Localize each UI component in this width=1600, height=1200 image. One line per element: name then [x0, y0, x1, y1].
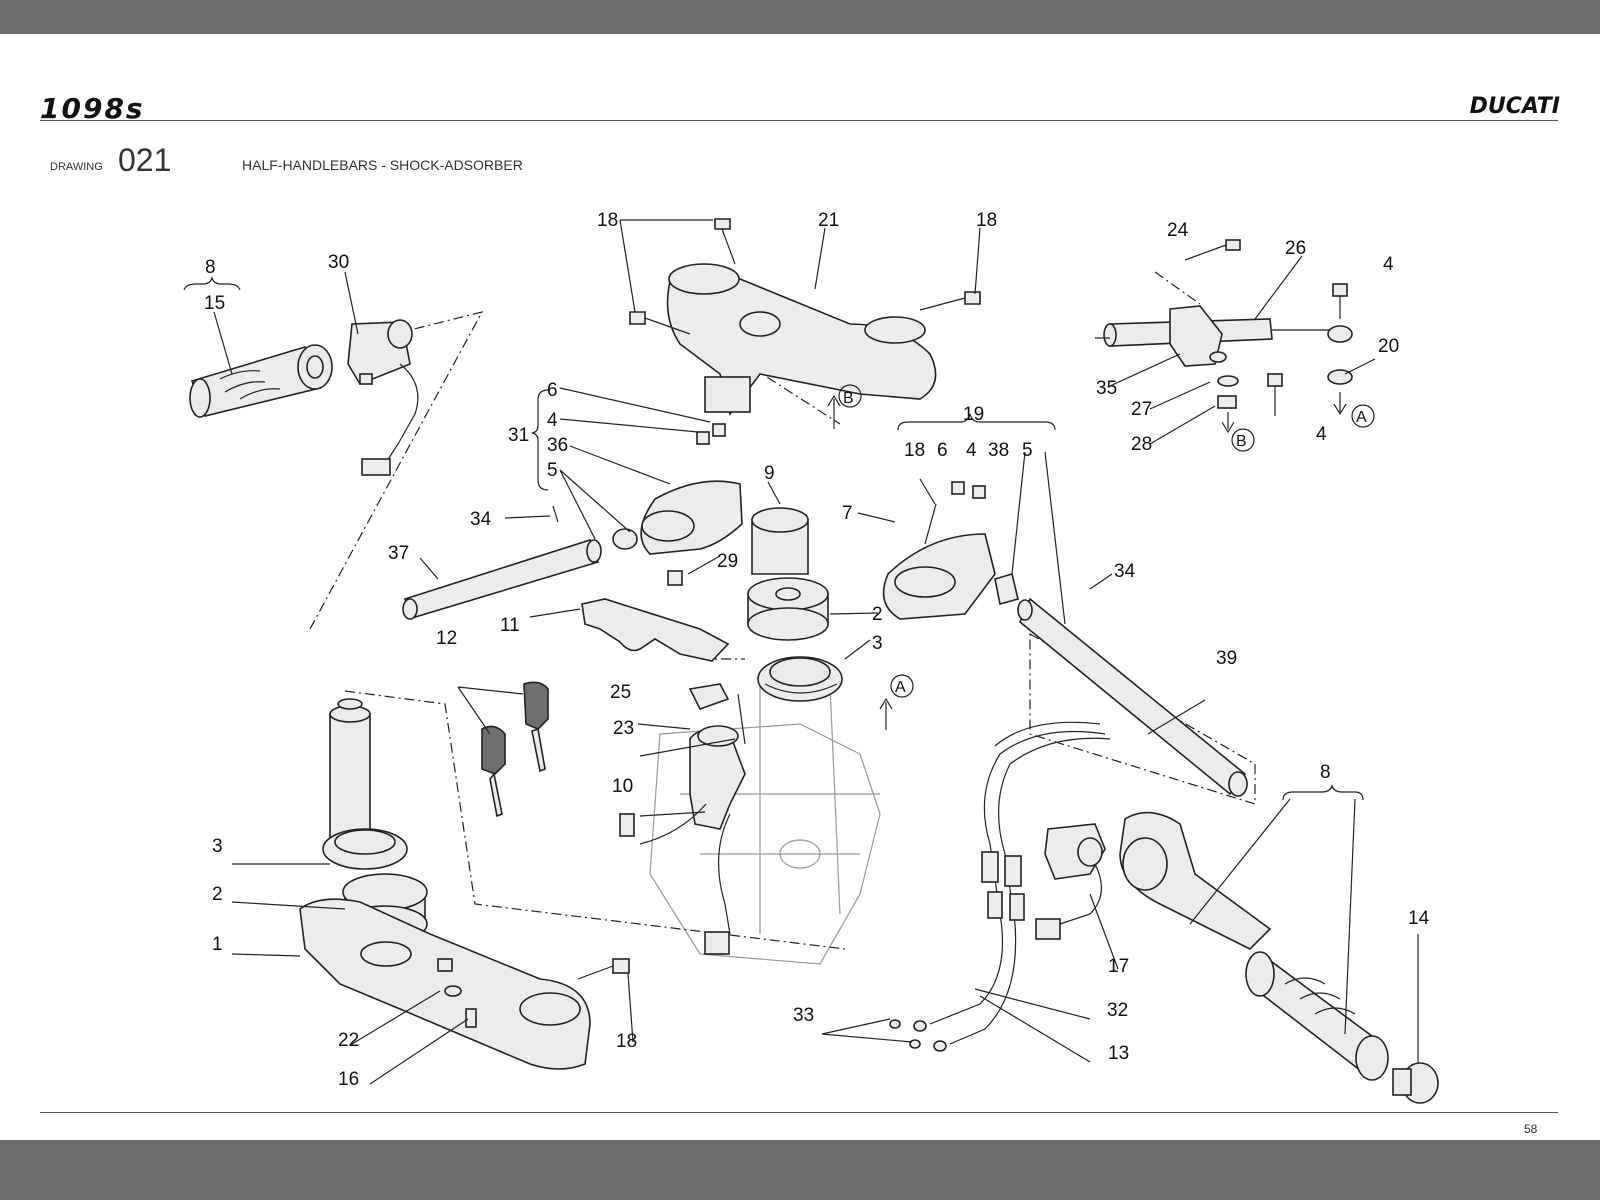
callout-18: 18: [597, 210, 618, 231]
reference-b: B: [1236, 433, 1247, 450]
right-throttle-grip: [1119, 811, 1389, 1081]
callout-11: 11: [500, 615, 520, 636]
reference-a: A: [1356, 409, 1367, 426]
callout-27: 27: [1131, 399, 1152, 420]
left-handlebar-tube: [402, 505, 602, 620]
callout-17: 17: [1108, 956, 1129, 977]
callout-4: 4: [547, 410, 558, 431]
callout-30: 30: [328, 252, 349, 273]
exploded-parts-diagram: 8 15 30 18 21 18 24 26 4 20 35 27 28 4 6…: [183, 210, 1439, 1104]
reference-b: B: [843, 390, 854, 407]
lower-triple-clamp: [299, 898, 630, 1070]
callout-6: 6: [547, 380, 558, 401]
left-grip: [189, 344, 333, 418]
callout-36: 36: [547, 435, 568, 456]
left-handlebar-clamp: [612, 423, 743, 555]
callout-2: 2: [872, 604, 883, 625]
callout-21: 21: [818, 210, 839, 231]
callout-15: 15: [204, 293, 225, 314]
right-handlebar-clamp: [882, 481, 1019, 620]
reference-a: A: [895, 679, 906, 696]
callout-5: 5: [1022, 440, 1033, 461]
callout-16: 16: [338, 1069, 359, 1090]
callout-18: 18: [616, 1031, 637, 1052]
bolts-18-upper: [629, 218, 981, 335]
callout-3: 3: [212, 836, 223, 857]
bar-end-cap: [1392, 1062, 1439, 1104]
callout-5: 5: [547, 460, 558, 481]
steering-nut: [747, 507, 829, 641]
callout-35: 35: [1096, 378, 1117, 399]
callout-28: 28: [1131, 434, 1152, 455]
throttle-cables: [889, 721, 1111, 1052]
callout-34: 34: [470, 509, 492, 530]
callout-8: 8: [205, 257, 216, 278]
ignition-switch: [619, 683, 746, 955]
callout-31: 31: [508, 425, 529, 446]
callout-32: 32: [1107, 1000, 1128, 1021]
callout-6: 6: [937, 440, 948, 461]
callout-19: 19: [963, 404, 984, 425]
document-page: 1098s DUCATI DRAWING 021 HALF-HANDLEBARS…: [0, 34, 1600, 1140]
callout-38: 38: [988, 440, 1009, 461]
steering-damper: [1095, 305, 1353, 367]
footer-divider: [40, 1112, 1558, 1113]
callout-4: 4: [1383, 254, 1394, 275]
callout-23: 23: [613, 718, 634, 739]
callout-1: 1: [212, 934, 223, 955]
callout-9: 9: [764, 463, 775, 484]
callout-20: 20: [1378, 336, 1399, 357]
callout-7: 7: [842, 503, 853, 524]
upper-bearing: [757, 656, 843, 702]
callout-39: 39: [1216, 648, 1237, 669]
callout-labels: 8 15 30 18 21 18 24 26 4 20 35 27 28 4 6…: [204, 210, 1430, 1090]
callout-4: 4: [1316, 424, 1327, 445]
callout-14: 14: [1408, 908, 1430, 929]
brand-logo: DUCATI: [1469, 94, 1560, 119]
right-switch: [1035, 823, 1106, 940]
callout-34: 34: [1114, 561, 1136, 582]
callout-18: 18: [904, 440, 925, 461]
callout-12: 12: [436, 628, 457, 649]
callout-8: 8: [1320, 762, 1331, 783]
header-divider: [40, 120, 1558, 121]
callout-18: 18: [976, 210, 997, 231]
reference-letters: B B A A: [843, 390, 1367, 696]
callout-3: 3: [872, 633, 883, 654]
ignition-keys: [481, 681, 549, 818]
callout-24: 24: [1167, 220, 1189, 241]
callout-33: 33: [793, 1005, 814, 1026]
left-switch: [347, 319, 419, 476]
callout-26: 26: [1285, 238, 1306, 259]
viewer-top-bar: [0, 0, 1600, 34]
frame-outline: [649, 683, 881, 965]
callout-13: 13: [1108, 1043, 1129, 1064]
drawing-number: 021: [118, 142, 172, 178]
callout-2: 2: [212, 884, 223, 905]
callout-4: 4: [966, 440, 977, 461]
callout-25: 25: [610, 682, 631, 703]
callout-37: 37: [388, 543, 409, 564]
leader-lines: [183, 219, 1419, 1085]
drawing-title: HALF-HANDLEBARS - SHOCK-ADSORBER: [242, 157, 523, 173]
upper-triple-clamp: [666, 263, 937, 416]
model-logo: 1098s: [40, 92, 145, 125]
callout-22: 22: [338, 1030, 359, 1051]
drawing-label: DRAWING: [50, 161, 103, 173]
callout-29: 29: [717, 551, 738, 572]
reference-arrows: [827, 384, 1375, 730]
steering-cover: [581, 570, 730, 662]
page-number: 58: [1524, 1122, 1538, 1136]
viewer-bottom-bar: [0, 1140, 1600, 1200]
right-handlebar-tube: [1017, 597, 1248, 797]
damper-hardware: [1184, 239, 1353, 416]
callout-10: 10: [612, 776, 633, 797]
